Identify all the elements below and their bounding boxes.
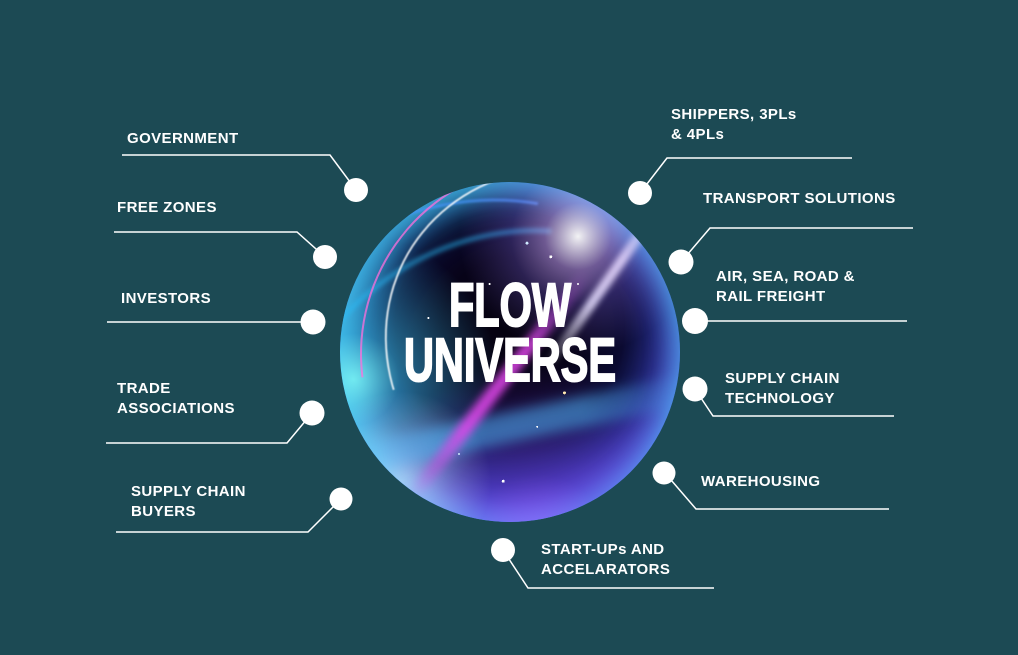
spoke-label-shippers-3pls-4pls: SHIPPERS, 3PLs & 4PLs	[671, 106, 797, 143]
spoke-label-air-sea-road-rail: AIR, SEA, ROAD & RAIL FREIGHT	[716, 268, 855, 305]
spoke-label-government: GOVERNMENT	[127, 130, 239, 147]
connector-supply-chain-buyers	[116, 498, 342, 533]
node-trade-associations	[299, 400, 325, 426]
connector-shippers-3pls-4pls	[639, 157, 852, 194]
node-free-zones	[313, 245, 337, 269]
node-supply-chain-buyers	[329, 487, 353, 511]
node-shippers-3pls-4pls	[628, 181, 652, 205]
spoke-label-investors: INVESTORS	[121, 290, 212, 307]
connector-supply-chain-technology	[694, 388, 894, 417]
node-air-sea-road-rail	[682, 308, 708, 334]
spoke-label-supply-chain-buyers: SUPPLY CHAIN BUYERS	[131, 483, 246, 520]
node-investors	[300, 309, 326, 335]
node-supply-chain-technology	[682, 376, 708, 402]
connector-trade-associations	[106, 412, 313, 444]
node-government	[344, 178, 368, 202]
spoke-label-warehousing: WAREHOUSING	[701, 473, 821, 490]
connector-transport-solutions	[680, 227, 913, 263]
connector-warehousing	[664, 472, 889, 510]
spoke-label-supply-chain-technology: SUPPLY CHAIN TECHNOLOGY	[725, 370, 840, 407]
connector-government	[122, 154, 357, 191]
node-transport-solutions	[668, 249, 694, 275]
connector-free-zones	[114, 231, 326, 258]
spoke-label-trade-associations: TRADE ASSOCIATIONS	[117, 380, 235, 417]
node-warehousing	[652, 461, 676, 485]
connector-startups-accelarators	[502, 549, 714, 589]
spoke-label-free-zones: FREE ZONES	[117, 199, 217, 216]
spoke-label-startups-accelarators: START-UPs AND ACCELARATORS	[541, 541, 671, 578]
spoke-label-transport-solutions: TRANSPORT SOLUTIONS	[703, 190, 896, 207]
node-startups-accelarators	[491, 538, 515, 562]
